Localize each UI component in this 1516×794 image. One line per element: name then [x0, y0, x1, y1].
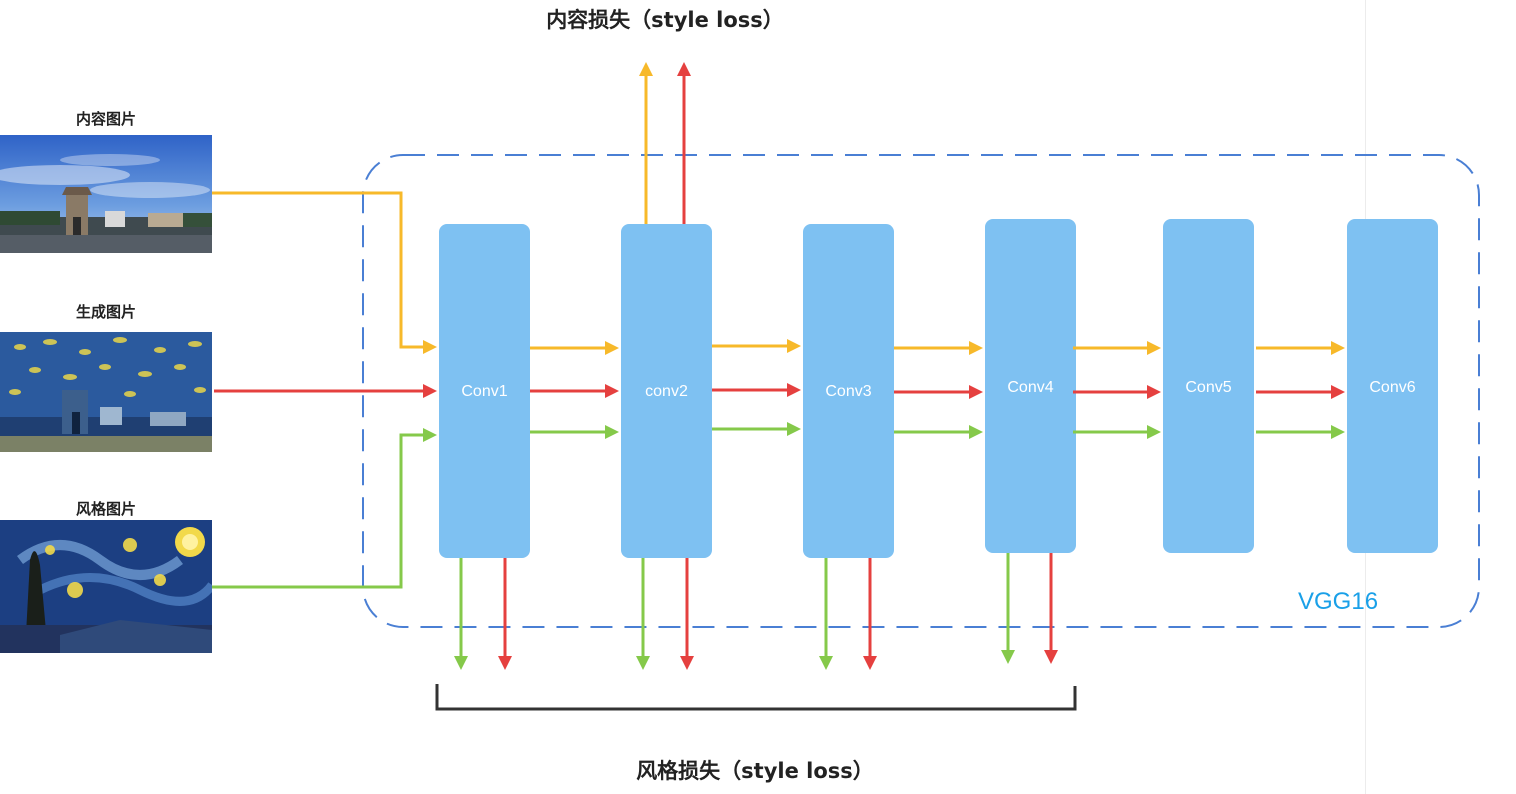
conv-block-4: Conv4: [985, 219, 1076, 553]
content-image: [0, 135, 212, 253]
conv-block-5: Conv5: [1163, 219, 1254, 553]
vgg16-container: [362, 154, 1480, 628]
conv-block-1: Conv1: [439, 224, 530, 558]
conv-block-5-label: Conv5: [1185, 379, 1232, 396]
vgg16-label: VGG16: [1298, 588, 1379, 615]
content-input-arrow: [212, 191, 437, 354]
style-image: [0, 520, 212, 653]
conv-block-4-label: Conv4: [1007, 379, 1054, 396]
generated-image-label: 生成图片: [75, 303, 136, 321]
style-loss-title: 风格损失（style loss）: [636, 759, 874, 783]
conv-block-3: Conv3: [803, 224, 894, 558]
style-loss-bracket: [435, 684, 1077, 711]
generated-image: [0, 332, 212, 452]
content-loss-title: 内容损失（style loss）: [546, 8, 784, 32]
conv-block-6: Conv6: [1347, 219, 1438, 553]
content-image-label: 内容图片: [75, 110, 136, 128]
style-input-arrow: [212, 428, 437, 589]
conv-block-3-label: Conv3: [825, 383, 872, 400]
conv-block-2-label: conv2: [645, 383, 688, 400]
conv-block-1-label: Conv1: [461, 383, 508, 400]
conv-block-6-label: Conv6: [1369, 379, 1416, 396]
style-image-label: 风格图片: [75, 500, 136, 518]
conv-block-2: conv2: [621, 224, 712, 558]
